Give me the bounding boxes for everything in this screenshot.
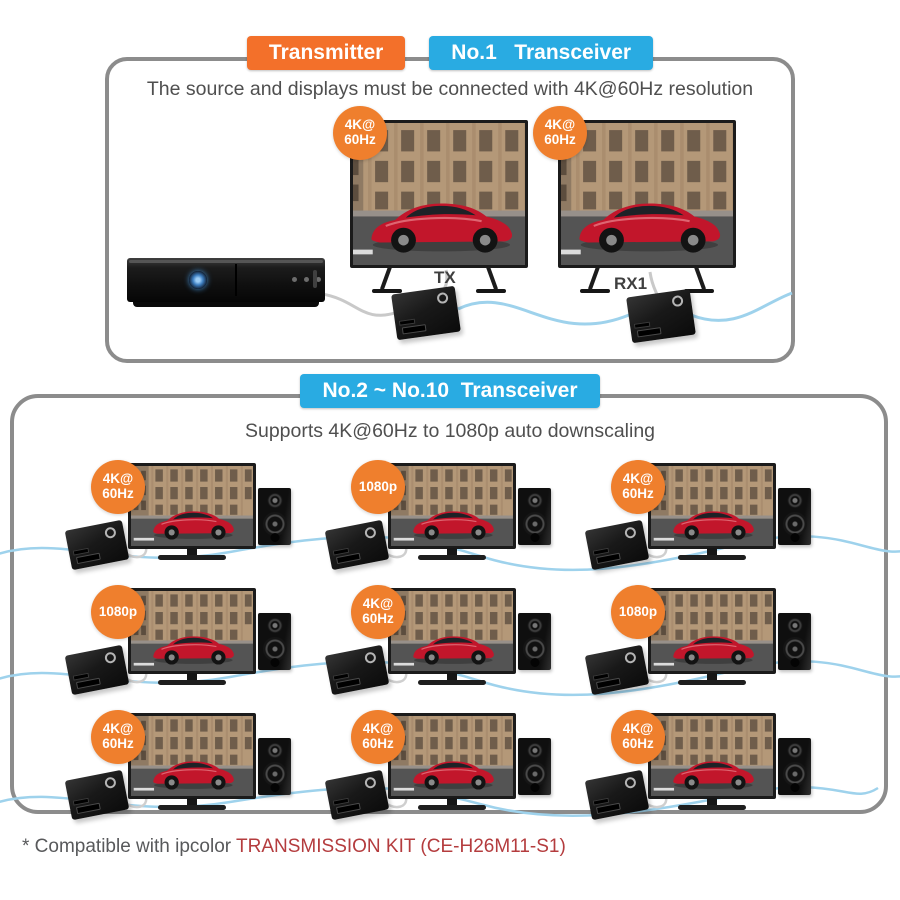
bluray-disc-icon xyxy=(189,271,207,289)
resolution-badge: 4K@60Hz xyxy=(611,460,665,514)
tx-device xyxy=(391,285,461,341)
tv-display-2 xyxy=(558,120,736,293)
footer-note-kit-model: TRANSMISSION KIT (CE-H26M11-S1) xyxy=(236,836,566,857)
speaker xyxy=(518,613,551,670)
transceiver-cell-3: 1080p xyxy=(324,455,588,580)
tv-display xyxy=(128,713,256,810)
footer-note-prefix: * Compatible with ipcolor xyxy=(22,836,237,857)
bluray-player xyxy=(127,258,325,307)
no2-no10-transceiver-badge: No.2 ~ No.10 Transceiver xyxy=(300,374,600,408)
tv-screen-car-scene xyxy=(648,463,776,549)
tv-display xyxy=(388,463,516,560)
tv-display xyxy=(648,588,776,685)
speaker xyxy=(778,738,811,795)
bottom-description: Supports 4K@60Hz to 1080p auto downscali… xyxy=(244,420,656,442)
transceiver-cell-7: 1080p xyxy=(584,580,848,705)
no1-transceiver-badge: No.1 Transceiver xyxy=(429,36,654,70)
tv-display xyxy=(648,713,776,810)
speaker xyxy=(518,738,551,795)
tv-screen-car-scene xyxy=(128,463,256,549)
transceiver-cell-9: 4K@60Hz xyxy=(324,705,588,830)
resolution-badge: 4K@60Hz xyxy=(91,710,145,764)
resolution-badge: 4K@60Hz xyxy=(91,460,145,514)
rx1-device xyxy=(626,288,696,344)
transceiver-cell-6: 4K@60Hz xyxy=(324,580,588,705)
tv-screen-car-scene xyxy=(128,713,256,799)
tv-screen-car-scene xyxy=(388,588,516,674)
resolution-badge: 1080p xyxy=(351,460,405,514)
speaker xyxy=(258,613,291,670)
speaker xyxy=(778,613,811,670)
tv-screen-car-scene xyxy=(388,713,516,799)
player-buttons xyxy=(292,277,297,282)
resolution-badge: 4K@60Hz xyxy=(351,585,405,639)
footer-note: * Compatible with ipcolor TRANSMISSION K… xyxy=(22,836,566,858)
transmitter-badge: Transmitter xyxy=(246,36,406,70)
transceiver-cell-8: 4K@60Hz xyxy=(64,705,328,830)
speaker xyxy=(258,488,291,545)
tv-display xyxy=(388,588,516,685)
resolution-badge: 1080p xyxy=(91,585,145,639)
transceiver-cell-5: 1080p xyxy=(64,580,328,705)
speaker xyxy=(258,738,291,795)
transceiver-cell-10: 4K@60Hz xyxy=(584,705,848,830)
tv-display xyxy=(388,713,516,810)
resolution-badge: 4K@60Hz xyxy=(611,710,665,764)
resolution-badge: 4K@ 60Hz xyxy=(533,106,587,160)
tv-display xyxy=(128,463,256,560)
tv-screen-car-scene xyxy=(128,588,256,674)
top-description: The source and displays must be connecte… xyxy=(146,78,754,100)
tv-display xyxy=(648,463,776,560)
resolution-badge: 4K@60Hz xyxy=(351,710,405,764)
top-header-badges: Transmitter No.1 Transceiver xyxy=(0,36,900,70)
bottom-header-badge: No.2 ~ No.10 Transceiver xyxy=(0,374,900,408)
tv-screen-car-scene xyxy=(558,120,736,268)
resolution-badge: 1080p xyxy=(611,585,665,639)
transceiver-cell-4: 4K@60Hz xyxy=(584,455,848,580)
tv-screen-car-scene xyxy=(648,588,776,674)
transceiver-cell-2: 4K@60Hz xyxy=(64,455,328,580)
speaker xyxy=(778,488,811,545)
tv-screen-car-scene xyxy=(648,713,776,799)
tv-screen-car-scene xyxy=(388,463,516,549)
tv-display xyxy=(128,588,256,685)
speaker xyxy=(518,488,551,545)
tx-label: TX xyxy=(434,268,456,287)
rx1-label: RX1 xyxy=(614,274,648,293)
resolution-badge: 4K@ 60Hz xyxy=(333,106,387,160)
